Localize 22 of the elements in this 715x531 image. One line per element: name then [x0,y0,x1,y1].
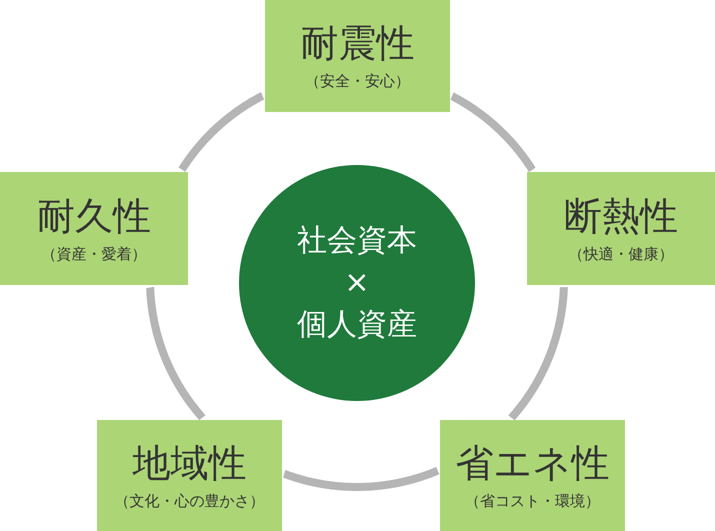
node-subtitle: （省コスト・環境） [465,490,600,512]
node-title: 耐久性 [37,192,151,238]
label-box [265,0,450,112]
label-box [527,172,715,285]
label-box [97,420,282,531]
node-subtitle: （資産・愛着） [42,244,146,264]
ring-arc [280,466,441,491]
ring-arc [448,92,536,174]
node-subtitle: （安全・安心） [305,71,410,92]
ring-arc [178,92,266,173]
label-box [0,172,188,285]
node-title: 省エネ性 [456,440,610,486]
node-title: 耐震性 [300,20,414,66]
center-text: 社会資本 [297,222,417,260]
node-title: 断熱性 [564,192,678,238]
node-subtitle: （文化・心の豊かさ） [114,490,264,512]
label-box [440,420,625,531]
center-text: × [344,264,370,302]
node-title: 地域性 [132,440,246,486]
center-text: 個人資産 [297,306,417,344]
node-subtitle: （快適・健康） [568,244,674,264]
ring-arc [146,284,206,422]
